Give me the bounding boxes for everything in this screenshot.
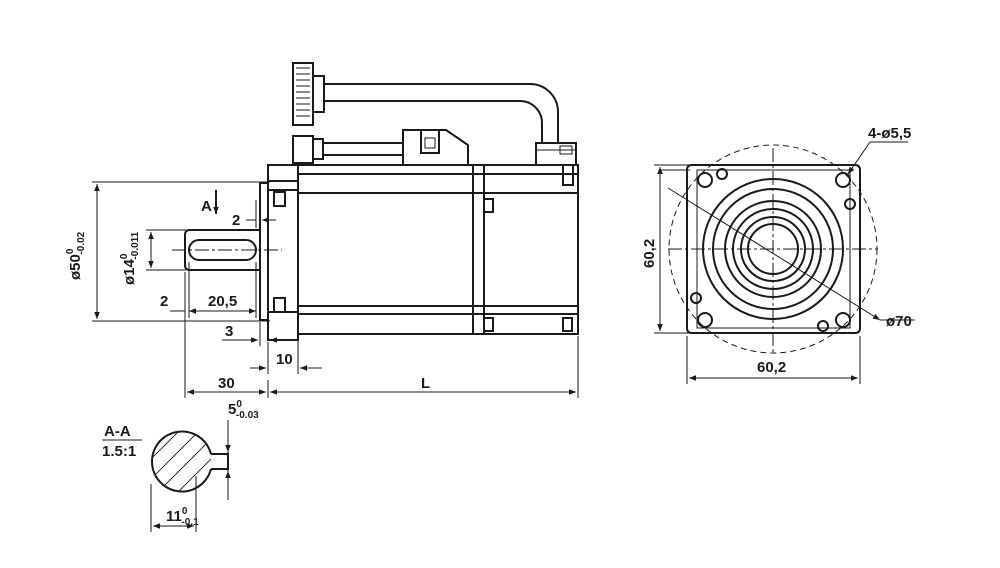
motor-body <box>297 164 579 335</box>
key-offset-top-dim: 2 <box>232 212 240 229</box>
flange-square <box>686 164 861 334</box>
front-view: 60,2 60,2 4-ø5,5 ø70 <box>641 125 915 384</box>
cable-gland <box>535 142 577 166</box>
keyway-outline <box>211 453 229 470</box>
side-dimensions: ø500-0.02 ø140-0.011 2 2 20,5 3 <box>65 181 579 398</box>
section-marker: A <box>201 190 219 215</box>
section-dimensions: 50-0.03 110-0.1 <box>150 399 259 532</box>
shoulder-dim: 3 <box>225 323 233 340</box>
key-depth-dim: 110-0.1 <box>166 506 199 528</box>
power-connector <box>292 62 559 143</box>
section-scale-label: 1.5:1 <box>102 443 136 460</box>
body-length-dim: L <box>421 375 430 392</box>
mount-holes-dim: 4-ø5,5 <box>868 125 911 142</box>
shaft-length-dim: 30 <box>218 375 235 392</box>
height-dim: 60,2 <box>641 239 658 268</box>
key-length-dim: 20,5 <box>208 293 237 310</box>
encoder-connector <box>292 129 469 164</box>
front-flange <box>259 164 299 341</box>
front-dimensions: 60,2 60,2 4-ø5,5 ø70 <box>641 125 915 384</box>
section-marker-label: A <box>201 198 212 215</box>
section-hatch <box>151 431 211 492</box>
width-dim: 60,2 <box>757 359 786 376</box>
flange-thickness-dim: 10 <box>276 351 293 368</box>
section-title: A-A 1.5:1 <box>102 423 142 460</box>
flange-diameter-dim: ø500-0.02 <box>65 231 87 280</box>
key-width-dim: 50-0.03 <box>228 399 259 421</box>
section-title-label: A-A <box>104 423 131 440</box>
section-view: A-A 1.5:1 50-0.03 110-0.1 <box>102 399 259 532</box>
side-view: A ø500-0.02 ø140-0.011 2 2 <box>65 62 579 398</box>
output-shaft <box>172 229 282 271</box>
shaft-diameter-dim: ø140-0.011 <box>119 231 141 285</box>
mounting-holes <box>690 168 856 332</box>
key-offset-left-dim: 2 <box>160 293 168 310</box>
shaft-section-outline <box>150 430 212 493</box>
pitch-circle-dim: ø70 <box>886 313 912 330</box>
